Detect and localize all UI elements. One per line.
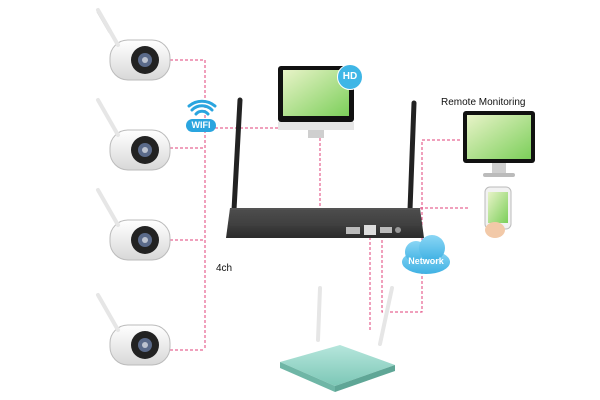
- channel-count-label: 4ch: [216, 263, 233, 274]
- link-camera-1: [150, 59, 206, 350]
- hd-badge: HD: [337, 64, 363, 90]
- camera-1: [96, 10, 171, 81]
- network-cloud-label: Network: [408, 256, 444, 266]
- nvr: [226, 97, 424, 238]
- wifi-icon: [187, 99, 217, 116]
- camera-antennas: [96, 8, 120, 332]
- camera-4: [109, 324, 171, 366]
- smartphone: [484, 186, 512, 238]
- remote-monitoring-label: Remote Monitoring: [441, 97, 526, 108]
- link-wifi-nvr: [205, 127, 321, 210]
- cloud-icon: [402, 235, 450, 274]
- router: [280, 286, 395, 392]
- wifi-badge: WIFI: [186, 119, 216, 132]
- camera-3: [109, 219, 171, 261]
- remote-monitor: [463, 111, 535, 177]
- camera-2: [109, 129, 171, 171]
- link-router-cloud: [381, 240, 423, 313]
- link-cloud-remote: [421, 139, 460, 245]
